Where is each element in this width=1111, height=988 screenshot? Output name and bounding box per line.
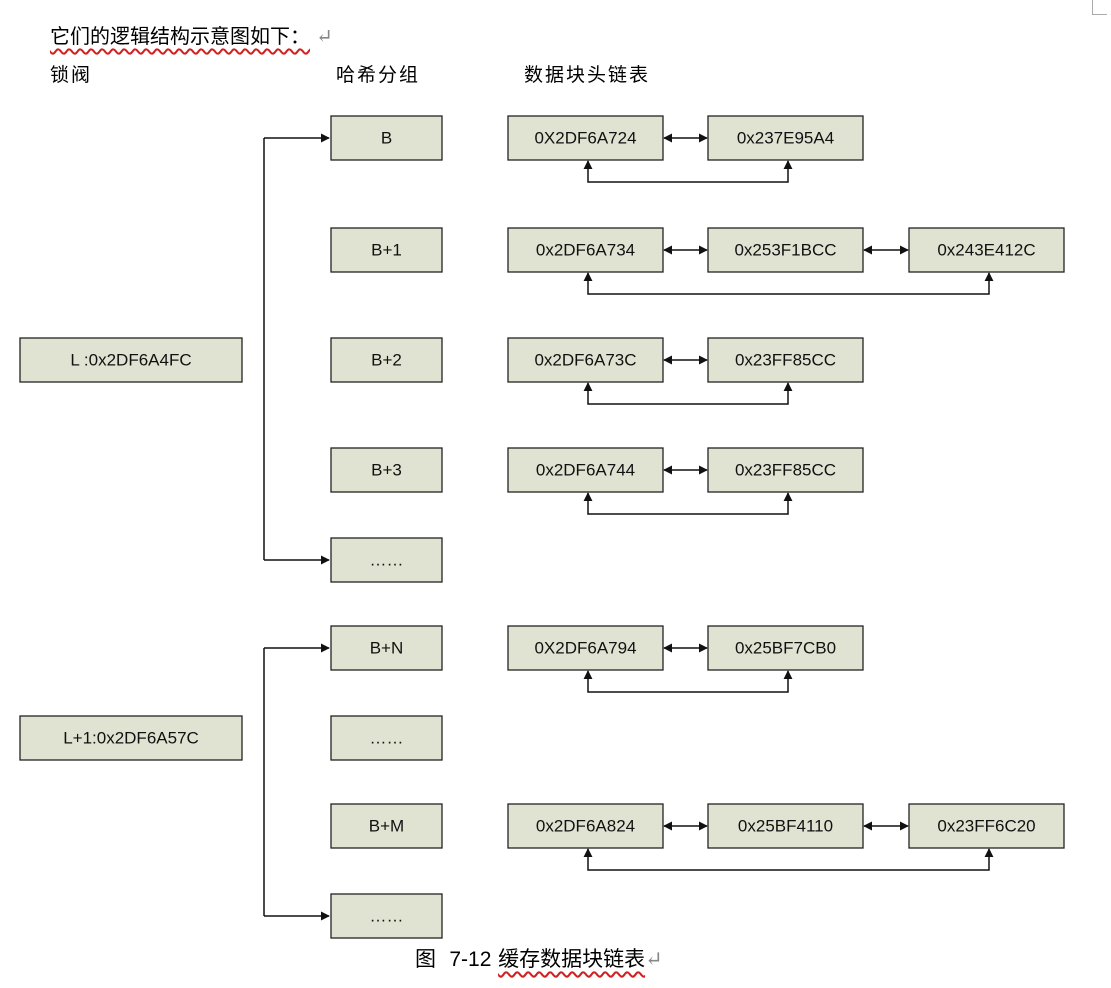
latch-1-label: L+1:0x2DF6A57C — [63, 729, 199, 748]
hash-group-7-label: B+M — [369, 817, 404, 836]
hash-group-1: B+1 — [330, 227, 443, 273]
page-corner-mark — [1092, 0, 1107, 15]
hash-group-8-label: …… — [370, 907, 404, 926]
block-header-7-2-label: 0x23FF6C20 — [937, 817, 1035, 836]
header-block-chain: 数据块头链表 — [524, 64, 651, 86]
header-latch: 锁阀 — [50, 64, 93, 86]
block-header-1-0-label: 0x2DF6A734 — [536, 241, 635, 260]
hash-group-0-rect — [330, 115, 443, 161]
hash-group-2-label: B+2 — [371, 351, 402, 370]
hash-group-3: B+3 — [330, 447, 443, 493]
block-header-2-1-label: 0x23FF85CC — [735, 351, 836, 370]
block-header-7-0: 0x2DF6A824 — [507, 803, 664, 849]
latch-0-label: L :0x2DF6A4FC — [70, 351, 191, 370]
block-header-1-1: 0x253F1BCC — [707, 227, 864, 273]
chain-loop-3 — [583, 492, 793, 515]
block-header-5-1: 0x25BF7CB0 — [707, 625, 864, 671]
block-header-1-2-label: 0x243E412C — [937, 241, 1035, 260]
block-header-1-2: 0x243E412C — [908, 227, 1065, 273]
block-header-1-0: 0x2DF6A734 — [507, 227, 664, 273]
block-header-5-1-label: 0x25BF7CB0 — [735, 639, 836, 658]
hash-group-4: …… — [330, 537, 443, 583]
hash-group-0: B — [330, 115, 443, 161]
block-header-0-0-label: 0X2DF6A724 — [534, 129, 636, 148]
hash-group-5-label: B+N — [370, 639, 404, 658]
block-header-2-0: 0x2DF6A73C — [507, 337, 664, 383]
hash-group-5: B+N — [330, 625, 443, 671]
hash-group-2: B+2 — [330, 337, 443, 383]
hash-group-6: …… — [330, 715, 443, 761]
figure-caption: 图 7-12 缓存数据块链表↵ — [415, 947, 663, 971]
block-header-7-2: 0x23FF6C20 — [908, 803, 1065, 849]
hash-group-3-rect — [330, 447, 443, 493]
chain-loop-1 — [583, 272, 994, 295]
hash-group-8: …… — [330, 893, 443, 939]
hash-group-0-label: B — [381, 129, 392, 148]
hash-group-6-rect — [330, 715, 443, 761]
block-header-5-0-rect — [507, 625, 664, 671]
block-header-0-0: 0X2DF6A724 — [507, 115, 664, 161]
block-header-7-1-label: 0x25BF4110 — [738, 817, 833, 836]
block-header-7-1: 0x25BF4110 — [707, 803, 864, 849]
hash-group-5-rect — [330, 625, 443, 671]
chain-loop-5 — [583, 670, 793, 693]
block-header-3-1: 0x23FF85CC — [707, 447, 864, 493]
block-header-3-1-rect — [707, 447, 864, 493]
block-header-2-0-rect — [507, 337, 664, 383]
block-header-2-0-label: 0x2DF6A73C — [534, 351, 636, 370]
block-header-7-0-label: 0x2DF6A824 — [536, 817, 635, 836]
block-header-5-1-rect — [707, 625, 864, 671]
hash-group-2-rect — [330, 337, 443, 383]
block-header-3-0-rect — [507, 447, 664, 493]
hash-group-4-rect — [330, 537, 443, 583]
hash-group-1-label: B+1 — [371, 241, 402, 260]
block-header-3-1-label: 0x23FF85CC — [735, 461, 836, 480]
latch-1-rect — [19, 715, 243, 761]
block-header-0-1: 0x237E95A4 — [707, 115, 864, 161]
block-header-5-0: 0X2DF6A794 — [507, 625, 664, 671]
chain-loop-0 — [583, 160, 793, 183]
hash-group-3-label: B+3 — [371, 461, 402, 480]
block-header-0-1-rect — [707, 115, 864, 161]
latch-0-rect — [19, 337, 243, 383]
block-header-7-1-rect — [707, 803, 864, 849]
chain-loop-2 — [583, 382, 793, 405]
latch-1: L+1:0x2DF6A57C — [19, 715, 243, 761]
intro-text: 它们的逻辑结构示意图如下：↵ — [50, 24, 333, 48]
hash-group-8-rect — [330, 893, 443, 939]
block-header-3-0-label: 0x2DF6A744 — [536, 461, 635, 480]
latch-0: L :0x2DF6A4FC — [19, 337, 243, 383]
block-header-2-1-rect — [707, 337, 864, 383]
block-header-0-1-label: 0x237E95A4 — [737, 129, 834, 148]
block-header-3-0: 0x2DF6A744 — [507, 447, 664, 493]
hash-group-1-rect — [330, 227, 443, 273]
hash-group-4-label: …… — [370, 551, 404, 570]
block-header-2-1: 0x23FF85CC — [707, 337, 864, 383]
block-header-5-0-label: 0X2DF6A794 — [534, 639, 636, 658]
block-header-1-1-rect — [707, 227, 864, 273]
block-header-7-0-rect — [507, 803, 664, 849]
header-hash-group: 哈希分组 — [336, 64, 421, 86]
hash-group-7: B+M — [330, 803, 443, 849]
chain-loop-7 — [583, 848, 994, 871]
block-header-1-2-rect — [908, 227, 1065, 273]
block-header-0-0-rect — [507, 115, 664, 161]
hash-group-7-rect — [330, 803, 443, 849]
block-header-1-0-rect — [507, 227, 664, 273]
block-header-1-1-label: 0x253F1BCC — [734, 241, 836, 260]
hash-group-6-label: …… — [370, 729, 404, 748]
block-header-7-2-rect — [908, 803, 1065, 849]
